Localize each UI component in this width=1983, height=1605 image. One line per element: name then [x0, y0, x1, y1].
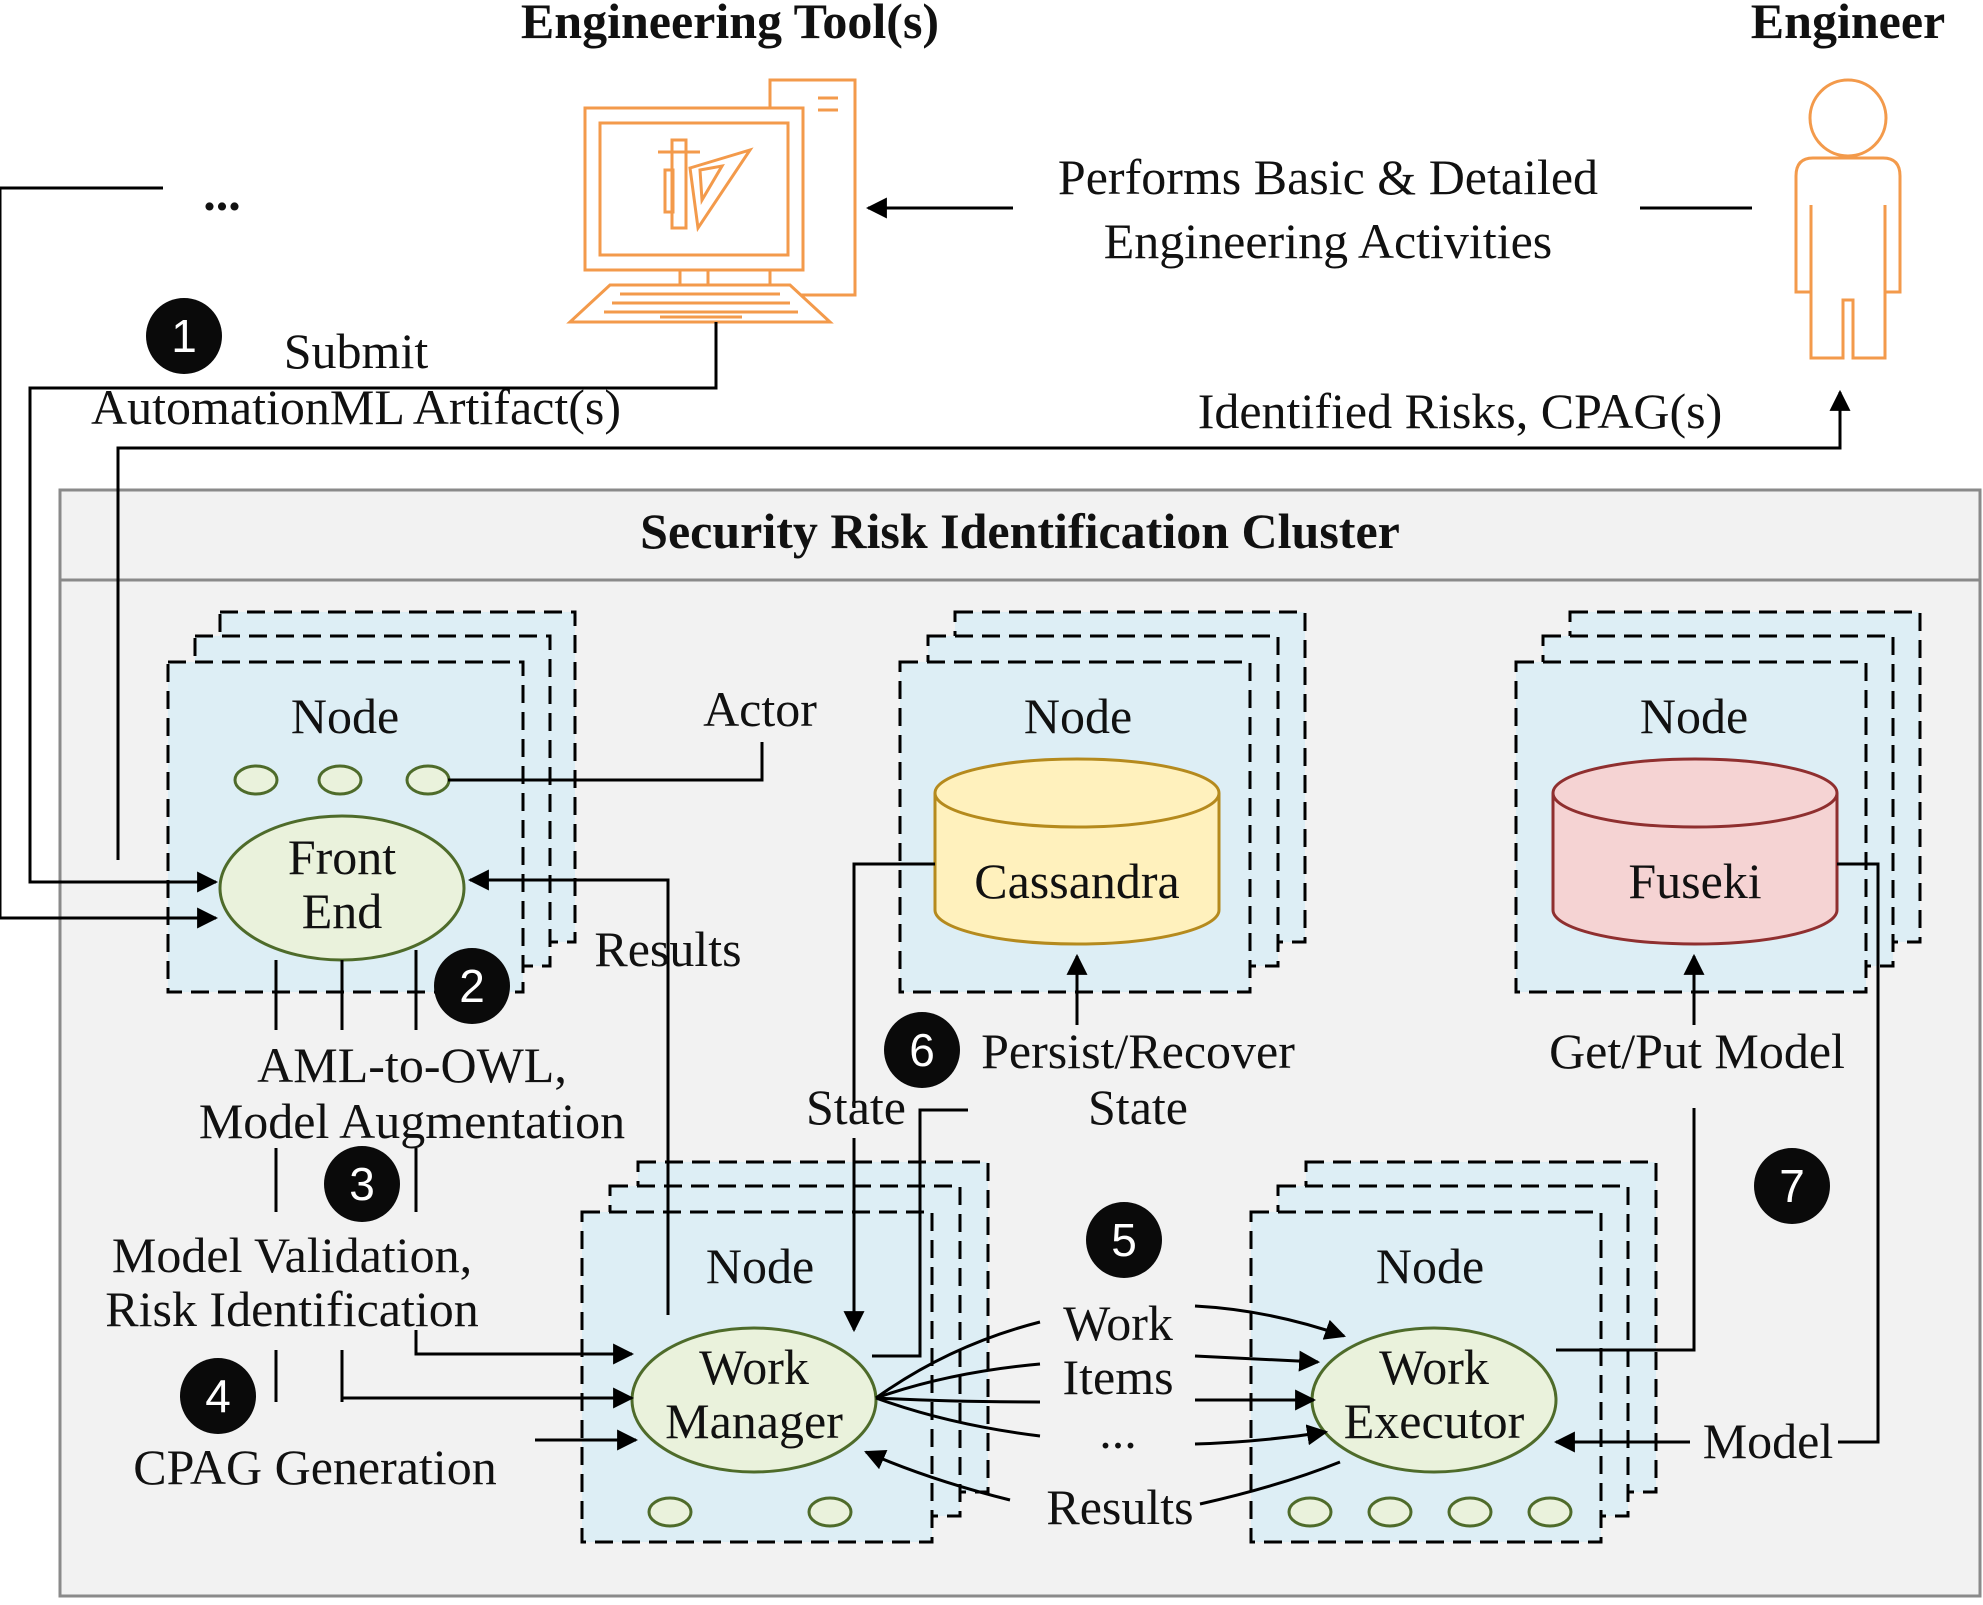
results-frontend-label: Results — [594, 921, 741, 977]
cassandra-label: Cassandra — [974, 853, 1180, 909]
aml-label-2: Model Augmentation — [199, 1093, 625, 1149]
workexecutor-label-1: Work — [1379, 1339, 1489, 1395]
badge-4-text: 4 — [205, 1370, 231, 1422]
identified-risks-label: Identified Risks, CPAG(s) — [1198, 383, 1723, 439]
work-items-label-2: Items — [1062, 1349, 1173, 1405]
badge-2-text: 2 — [459, 960, 485, 1012]
work-ellipsis: ... — [1099, 1403, 1137, 1459]
badge-2: 2 — [434, 948, 510, 1024]
model-label: Model — [1703, 1413, 1834, 1469]
aml-label-1: AML-to-OWL, — [257, 1037, 567, 1093]
state-label: State — [806, 1079, 906, 1135]
work-items-label-1: Work — [1063, 1295, 1173, 1351]
workmanager-label-1: Work — [699, 1339, 809, 1395]
badge-3-text: 3 — [349, 1158, 375, 1210]
connectors — [0, 186, 1880, 1506]
engineer-title: Engineer — [1751, 0, 1945, 49]
validation-label-1: Model Validation, — [112, 1227, 472, 1283]
performs-label-2: Engineering Activities — [1104, 213, 1553, 269]
cluster-title: Security Risk Identification Cluster — [640, 503, 1400, 559]
badge-6: 6 — [884, 1012, 960, 1088]
persist-label-1: Persist/Recover — [981, 1023, 1295, 1079]
workexecutor-label-2: Executor — [1344, 1393, 1525, 1449]
workmanager-label-2: Manager — [665, 1393, 843, 1449]
badge-7: 7 — [1754, 1148, 1830, 1224]
workmanager-component: Work Manager — [630, 1326, 878, 1474]
frontend-label-1: Front — [288, 829, 396, 885]
cpag-label: CPAG Generation — [133, 1439, 496, 1495]
badge-4: 4 — [180, 1358, 256, 1434]
badge-1-text: 1 — [171, 310, 197, 362]
engineer-person-icon — [1794, 78, 1902, 360]
node-title-workexecutor: Node — [1376, 1238, 1484, 1294]
badge-7-text: 7 — [1779, 1160, 1805, 1212]
getput-label: Get/Put Model — [1549, 1023, 1845, 1079]
badge-1: 1 — [146, 298, 222, 374]
frontend-label-2: End — [302, 883, 383, 939]
ellipsis-top: ... — [203, 165, 241, 221]
submit-label-1: Submit — [284, 323, 429, 379]
node-title-cassandra: Node — [1024, 688, 1132, 744]
results-work-label: Results — [1046, 1479, 1193, 1535]
badge-5: 5 — [1086, 1202, 1162, 1278]
badge-3: 3 — [324, 1146, 400, 1222]
node-stack-fuseki: Node Fuseki — [1514, 610, 1922, 994]
engineering-tools-title: Engineering Tool(s) — [521, 0, 939, 49]
badge-6-text: 6 — [909, 1024, 935, 1076]
workexecutor-component: Work Executor — [1310, 1326, 1558, 1474]
persist-label-2: State — [1088, 1079, 1188, 1135]
computer-icon — [566, 78, 857, 324]
node-stack-cassandra: Node Cassandra — [898, 610, 1307, 994]
performs-label-1: Performs Basic & Detailed — [1058, 149, 1598, 205]
validation-label-2: Risk Identification — [105, 1281, 479, 1337]
node-title-workmanager: Node — [706, 1238, 814, 1294]
fuseki-label: Fuseki — [1628, 853, 1761, 909]
node-title-fuseki: Node — [1640, 688, 1748, 744]
node-title-frontend: Node — [291, 688, 399, 744]
badge-5-text: 5 — [1111, 1214, 1137, 1266]
actor-label: Actor — [703, 681, 817, 737]
frontend-component: Front End — [218, 814, 466, 962]
